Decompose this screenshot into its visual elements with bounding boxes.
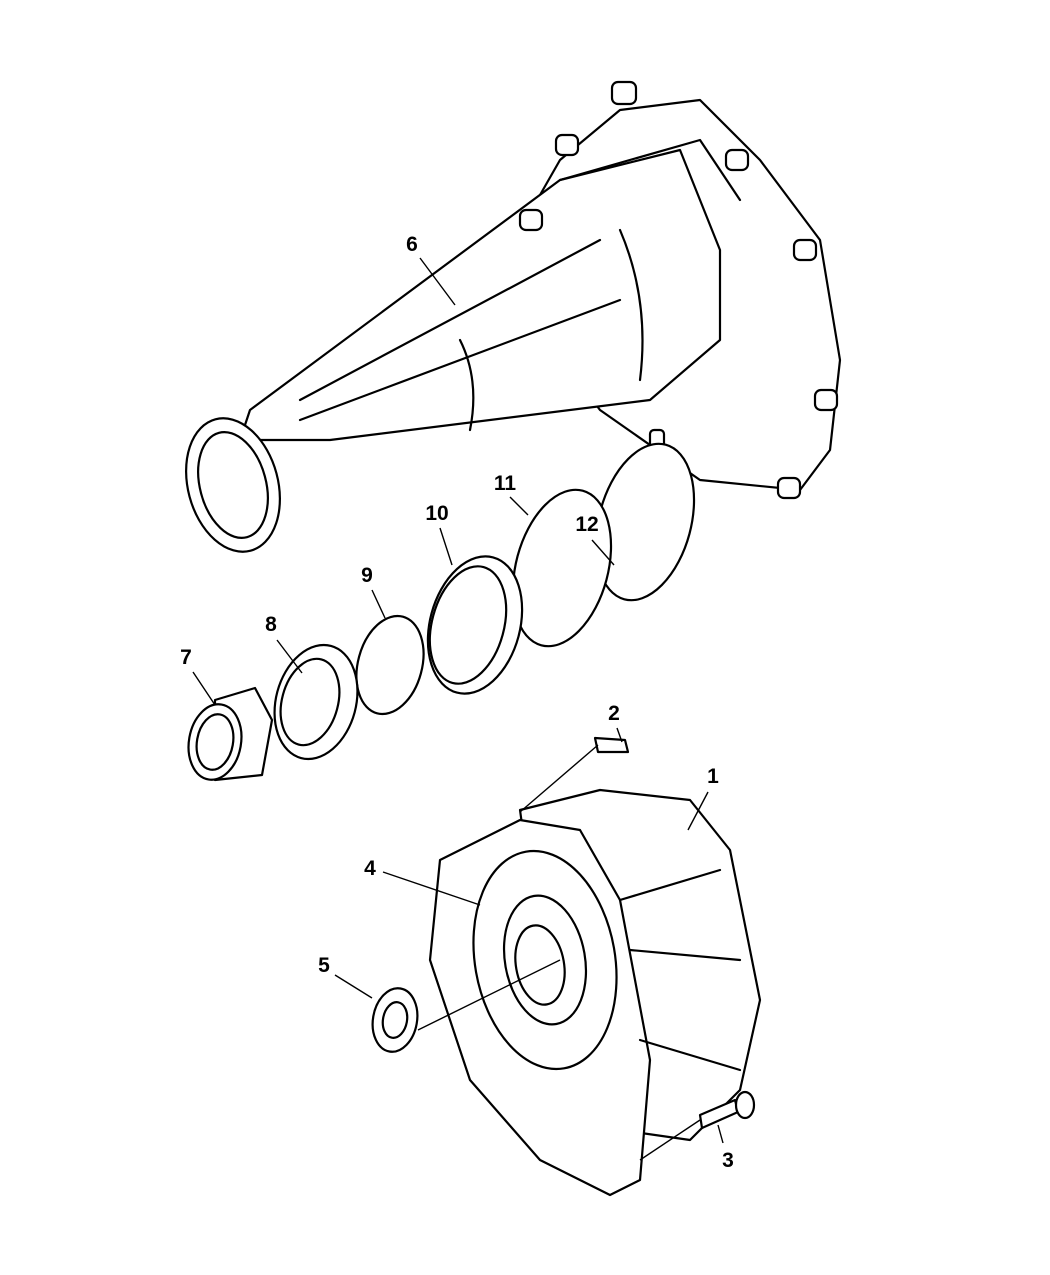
callout-10: 10 — [425, 502, 448, 525]
extension-housing — [185, 80, 842, 553]
callout-3: 3 — [722, 1149, 734, 1172]
callout-1: 1 — [707, 765, 719, 788]
callout-8: 8 — [265, 613, 277, 636]
callout-7: 7 — [180, 646, 192, 669]
bearing-8 — [273, 643, 359, 761]
adapter-housing — [428, 788, 762, 1197]
callout-labels: 1 2 3 4 5 6 7 8 9 10 11 12 — [180, 233, 734, 1172]
snap-ring-11 — [511, 488, 613, 648]
seal-5 — [371, 987, 419, 1053]
callout-9: 9 — [361, 564, 373, 587]
stud-2 — [593, 736, 630, 754]
callout-2: 2 — [608, 702, 620, 725]
callout-5: 5 — [318, 954, 330, 977]
bearing-cup-10 — [426, 555, 524, 695]
rings — [187, 442, 696, 782]
callout-4: 4 — [364, 857, 376, 880]
callout-12: 12 — [575, 513, 598, 536]
callout-11: 11 — [494, 472, 517, 495]
leader-lines — [192, 257, 724, 1161]
snap-ring-9 — [355, 614, 425, 716]
callout-6: 6 — [406, 233, 418, 256]
fasteners — [371, 736, 756, 1130]
